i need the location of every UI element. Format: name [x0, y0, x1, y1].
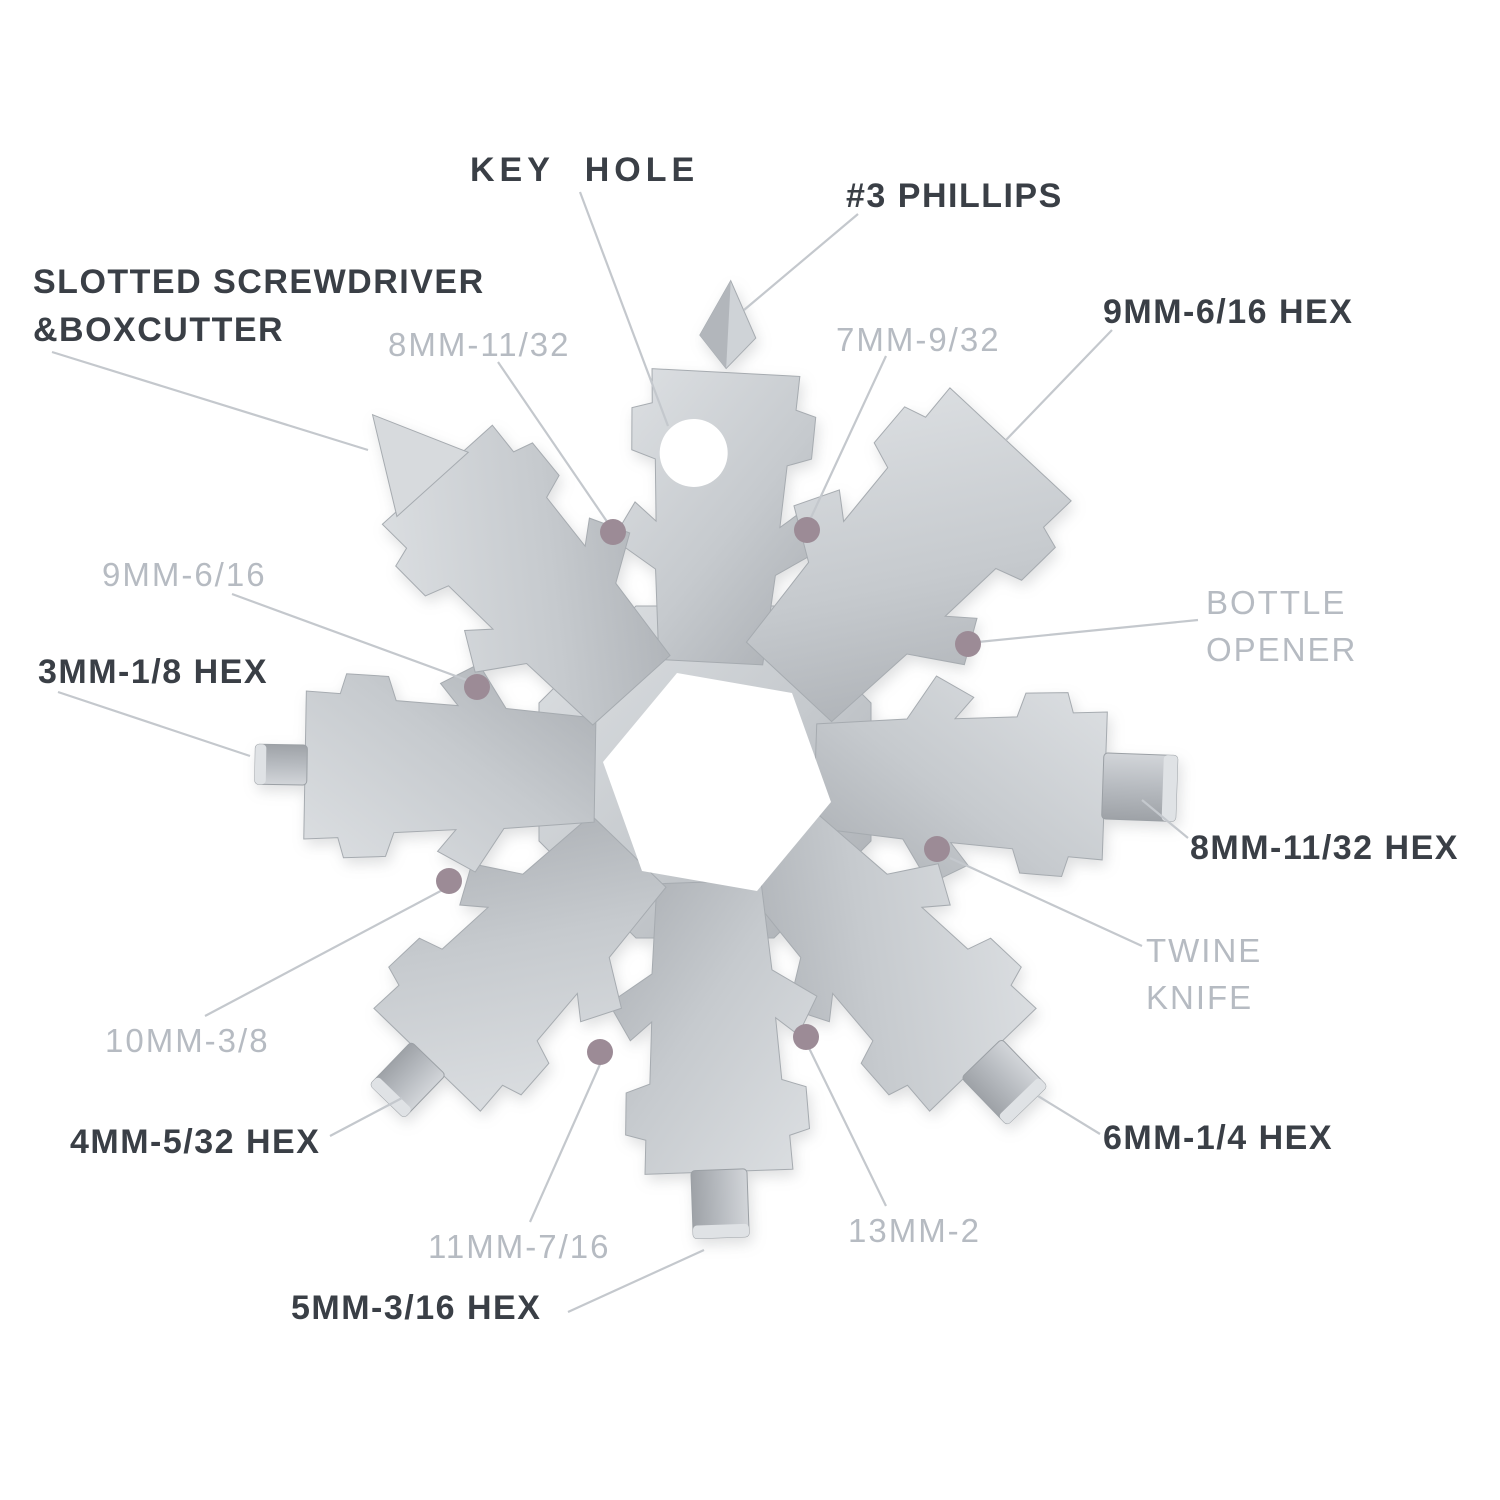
hex-center-hole — [603, 673, 831, 891]
arm-bottom-left — [351, 778, 704, 1133]
label-slotted-line1: SLOTTED SCREWDRIVER — [33, 263, 485, 301]
leader-7mm-9-32 — [807, 355, 887, 525]
label-bottle-line2: OPENER — [1206, 630, 1358, 668]
label-7mm-9-32: 7MM-9/32 — [836, 321, 1001, 358]
dot-7mm-9-32 — [794, 517, 820, 543]
leader-8mm-11-32 — [497, 361, 611, 527]
snowflake-multitool — [254, 279, 1179, 1240]
dot-10mm-3-8 — [436, 868, 462, 894]
arm-left — [254, 660, 598, 875]
label-twine-line1: TWINE — [1146, 932, 1263, 969]
label-twine-knife: TWINE KNIFE — [1146, 928, 1262, 1022]
hex-bit-8mm — [1101, 752, 1179, 822]
arm-bottom — [604, 877, 824, 1240]
hex-bit-6mm-cap — [999, 1078, 1046, 1124]
boxcutter-blade — [371, 413, 470, 518]
label-key-hole: KEY HOLE — [470, 151, 700, 189]
leader-5mm-3-16-hex — [567, 1248, 705, 1314]
leader-3mm-1-8-hex — [57, 690, 251, 758]
leader-bottle-opener — [977, 618, 1199, 644]
dot-twine-knife — [924, 836, 950, 862]
label-8mm-11-32: 8MM-11/32 — [388, 326, 571, 363]
hex-bit-5mm-cap — [692, 1223, 750, 1239]
dot-9mm-6-16 — [464, 674, 490, 700]
arm-top-left — [359, 404, 710, 761]
label-10mm-3-8: 10MM-3/8 — [105, 1022, 270, 1059]
label-3mm-1-8-hex: 3MM-1/8 HEX — [38, 653, 268, 691]
arm-top — [606, 279, 831, 669]
leader-9mm-6-16-hex — [1005, 329, 1113, 441]
leader-6mm-1-4-hex — [1037, 1095, 1101, 1135]
leader-13mm-2 — [808, 1047, 887, 1207]
marker-dots — [436, 517, 981, 1065]
dot-bottle-opener — [955, 631, 981, 657]
leader-lines — [51, 191, 1199, 1314]
hex-bit-4mm-cap — [371, 1077, 411, 1117]
leader-twine-knife — [949, 857, 1143, 947]
label-bottle-opener: BOTTLE OPENER — [1206, 580, 1357, 674]
phillips-facet — [699, 280, 731, 369]
arm-right — [810, 671, 1179, 891]
label-5mm-3-16-hex: 5MM-3/16 HEX — [291, 1289, 542, 1327]
label-6mm-1-4-hex: 6MM-1/4 HEX — [1103, 1119, 1333, 1157]
label-bottle-line1: BOTTLE — [1206, 584, 1347, 621]
label-twine-line2: KNIFE — [1146, 978, 1254, 1016]
label-phillips: #3 PHILLIPS — [846, 177, 1063, 215]
label-4mm-5-32-hex: 4MM-5/32 HEX — [70, 1123, 321, 1161]
dot-8mm-11-32 — [600, 519, 626, 545]
dot-13mm-2 — [793, 1024, 819, 1050]
label-9mm-6-16-hex: 9MM-6/16 HEX — [1103, 293, 1354, 331]
label-slotted-screwdriver: SLOTTED SCREWDRIVER &BOXCUTTER — [33, 258, 485, 355]
label-8mm-11-32-hex: 8MM-11/32 HEX — [1190, 829, 1459, 867]
leader-4mm-5-32-hex — [329, 1097, 403, 1137]
label-slotted-line2: &BOXCUTTER — [33, 311, 285, 350]
arm-bottom-right — [706, 778, 1059, 1133]
label-13mm-2: 13MM-2 — [848, 1212, 982, 1249]
hex-bit-3mm-cap — [254, 744, 267, 785]
key-hole-cutout — [659, 418, 728, 487]
dot-11mm-7-16 — [587, 1039, 613, 1065]
leader-10mm-3-8 — [204, 885, 451, 1017]
leader-11mm-7-16 — [528, 1061, 603, 1223]
hex-bit-8mm-cap — [1161, 755, 1178, 822]
leader-slotted-screwdriver — [51, 350, 369, 452]
leader-phillips — [743, 213, 859, 311]
leader-key-hole — [578, 191, 670, 427]
leader-8mm-11-32-hex — [1141, 799, 1189, 839]
leader-9mm-6-16 — [231, 592, 473, 684]
label-9mm-6-16: 9MM-6/16 — [102, 556, 267, 593]
label-11mm-7-16: 11MM-7/16 — [428, 1228, 611, 1265]
